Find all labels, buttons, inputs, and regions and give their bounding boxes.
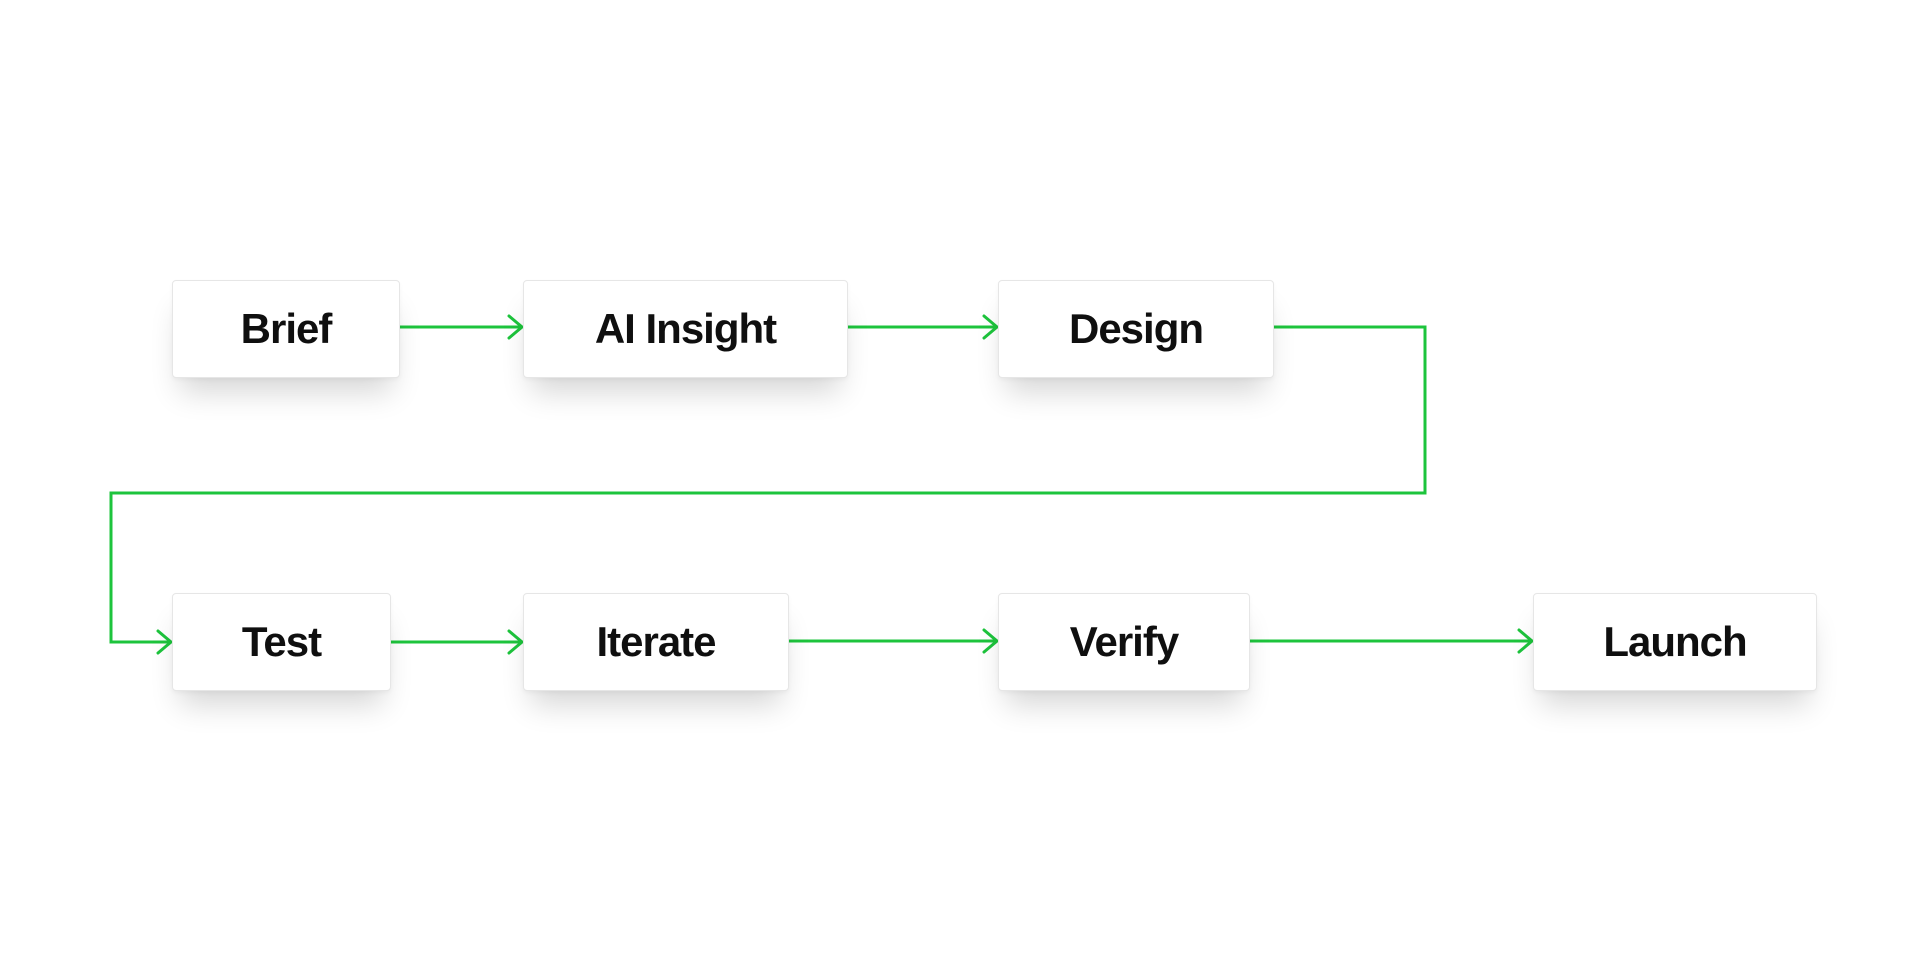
node-iterate-label: Iterate [596,618,716,665]
node-ai-insight-label: AI Insight [594,305,777,352]
node-design: Design [998,280,1274,378]
node-test-label: Test [241,618,322,665]
node-design-label: Design [1068,305,1204,352]
node-brief: Brief [172,280,400,378]
connector-iterate-to-verify [787,628,1000,654]
node-iterate: Iterate [523,593,789,691]
node-launch: Launch [1533,593,1817,691]
connector-brief-to-ai-insight [398,314,525,340]
connector-ai-insight-to-design [846,314,1000,340]
node-test: Test [172,593,391,691]
connector-verify-to-launch [1248,628,1535,654]
node-brief-label: Brief [240,305,333,352]
node-verify: Verify [998,593,1250,691]
connector-test-to-iterate [389,629,525,655]
node-verify-label: Verify [1069,618,1179,665]
node-ai-insight: AI Insight [523,280,848,378]
node-launch-label: Launch [1603,618,1747,665]
connector-design-to-test [109,325,1427,655]
